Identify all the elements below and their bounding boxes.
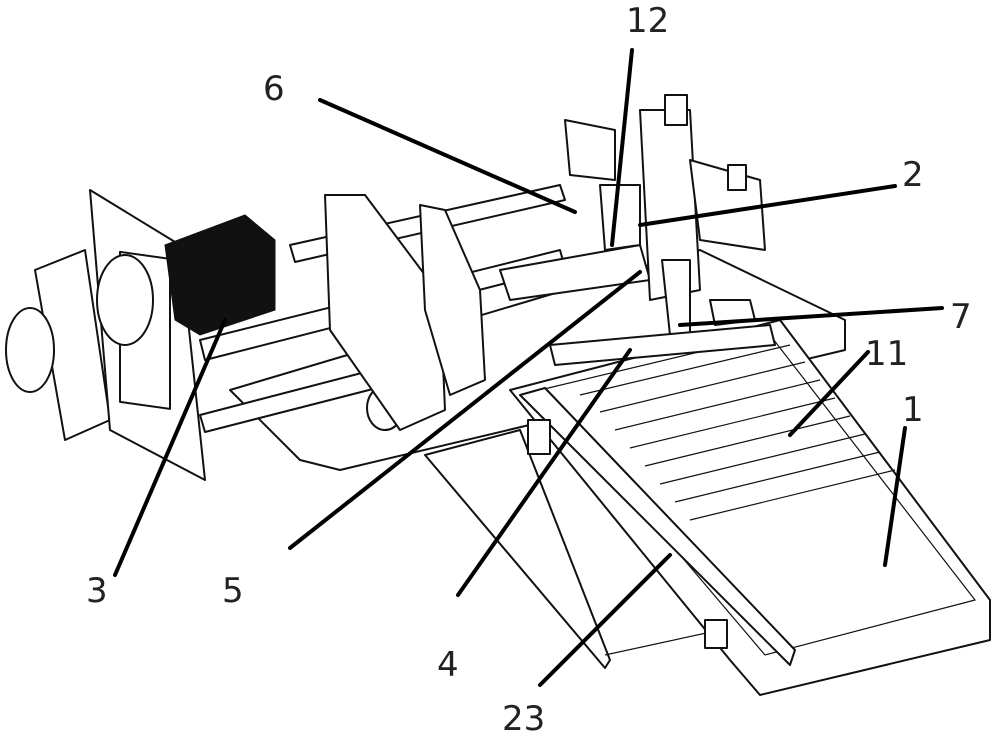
label-6: 6 xyxy=(263,72,285,106)
leader-6 xyxy=(320,100,575,212)
label-4: 4 xyxy=(437,648,459,682)
label-5: 5 xyxy=(222,574,244,608)
label-23: 23 xyxy=(502,702,545,736)
leader-2 xyxy=(640,186,895,225)
leader-12 xyxy=(612,50,632,245)
leader-3 xyxy=(115,320,225,575)
leader-4 xyxy=(458,350,630,595)
label-1: 1 xyxy=(902,393,924,427)
leader-1 xyxy=(885,428,905,565)
leader-7 xyxy=(680,308,942,325)
leader-11 xyxy=(790,352,868,435)
label-7: 7 xyxy=(950,300,972,334)
label-2: 2 xyxy=(902,158,924,192)
leader-23 xyxy=(540,555,670,685)
label-12: 12 xyxy=(626,4,669,38)
label-3: 3 xyxy=(86,574,108,608)
label-11: 11 xyxy=(865,337,908,371)
